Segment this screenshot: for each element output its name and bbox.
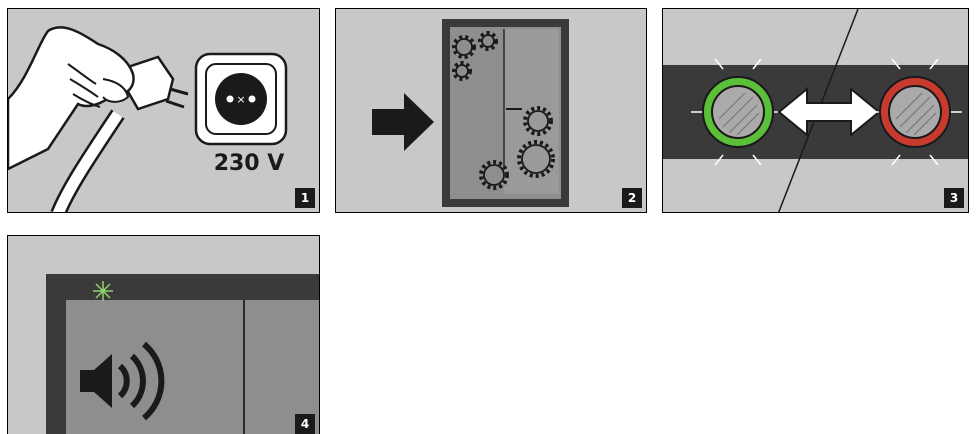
device-gears-diagram: [372, 19, 569, 207]
indicator-change-diagram: [663, 9, 968, 212]
arrow-right-icon: [372, 93, 434, 151]
gears-icon: [452, 31, 555, 190]
socket-icon: ×: [194, 52, 288, 146]
step-panel-3: 3: [662, 8, 969, 213]
device-sound-diagram: [46, 274, 319, 434]
step-panel-4: 4: [7, 235, 320, 434]
red-led-icon: [868, 58, 962, 166]
step-number-badge: 3: [944, 188, 964, 208]
step-number-badge: 4: [295, 414, 315, 434]
led-glow-icon: [93, 281, 113, 301]
speaker-icon: [80, 341, 165, 421]
step-number-badge: 1: [295, 188, 315, 208]
svg-text:×: ×: [236, 93, 245, 106]
step-panel-2: 2: [335, 8, 647, 213]
step-panel-1: × 230 V 1: [7, 8, 320, 213]
green-led-icon: [691, 58, 785, 166]
step-number-badge: 2: [622, 188, 642, 208]
hand-plug-icon: [8, 26, 189, 212]
voltage-label: 230 V: [213, 151, 285, 176]
